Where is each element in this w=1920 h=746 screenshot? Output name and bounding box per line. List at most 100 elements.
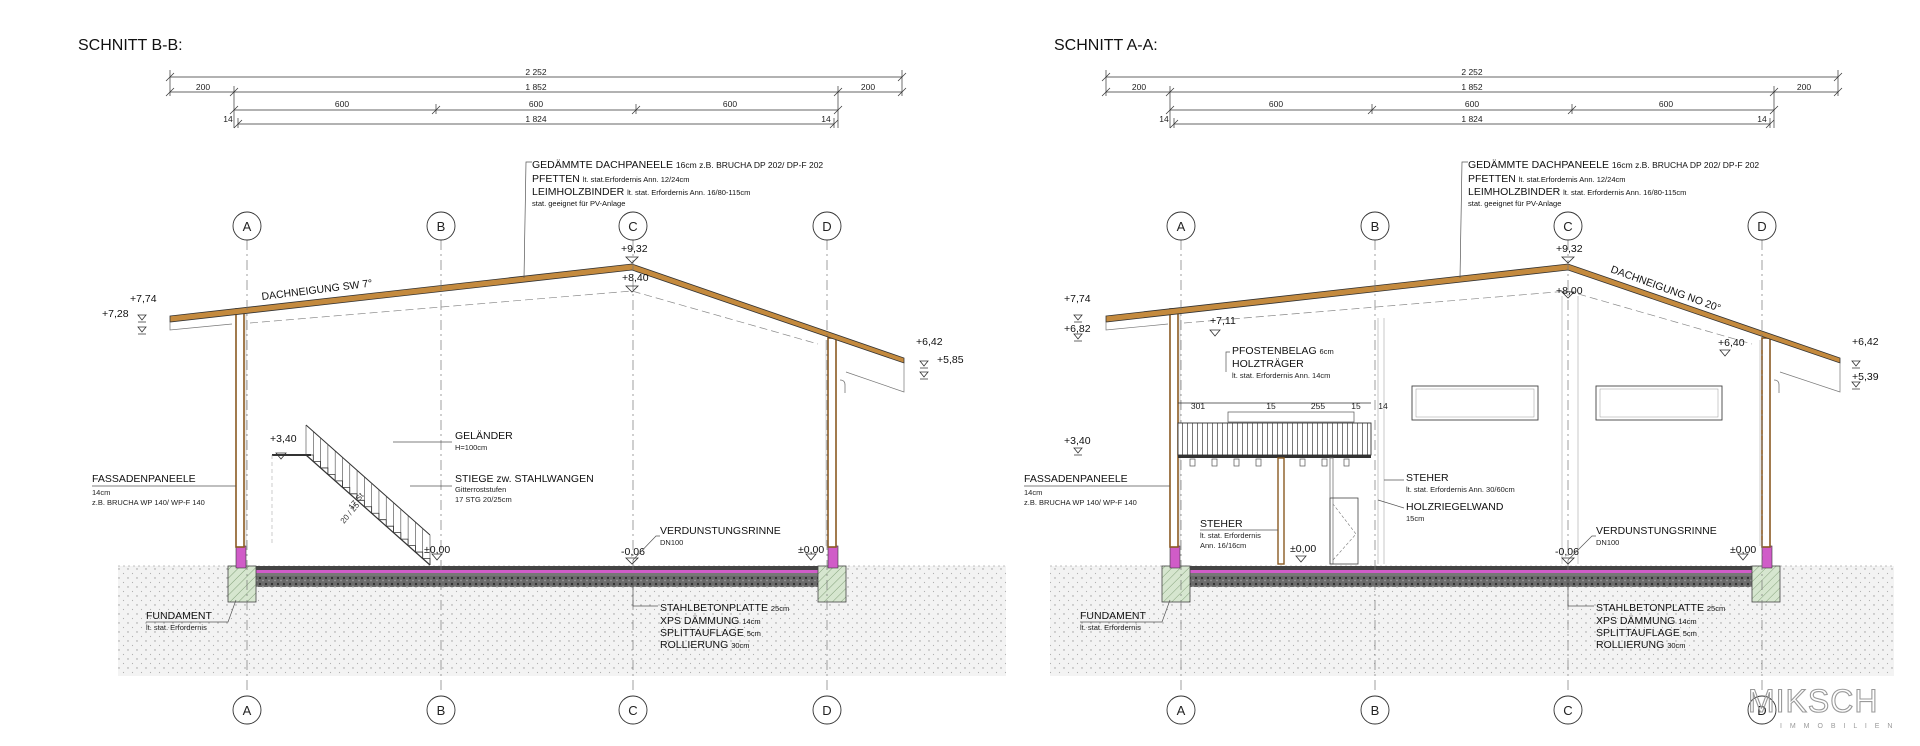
section-b-b: SCHNITT B-B: 2 252 200 1 852 200 600 600 <box>78 37 1006 725</box>
roof-note-line4-b: stat. geeignet für PV-Anlage <box>532 199 625 208</box>
facade-wall-right-b <box>827 337 837 548</box>
miksch-logo: MIKSCH I M M O B I L I E N <box>1747 682 1892 730</box>
level-539-a: +5,39 <box>1852 371 1879 383</box>
plinth-left-b <box>235 545 247 569</box>
roof-edge-left-b <box>169 322 233 331</box>
mezzanine-joists-a <box>1189 458 1350 467</box>
roof-note-leader-a <box>1459 161 1468 279</box>
rinne-spec-b: DN100 <box>660 538 683 547</box>
roof-note-line2-a: PFETTEN lt. stat.Erfordernis Ann. 12/24c… <box>1468 173 1625 185</box>
slab-line2-a: XPS DÄMMUNG 14cm <box>1596 615 1697 627</box>
level-000-right-b: ±0,00 <box>798 544 824 556</box>
holzriegel-spec-a: 15cm <box>1406 514 1424 523</box>
dim-inner-a: 1 824 <box>1461 114 1483 124</box>
axis-label-top-b-a: B <box>1371 219 1380 234</box>
steher1-spec-a: lt. stat. Erfordernis Ann. 30/60cm <box>1406 485 1515 494</box>
axis-bubble-top-c-b <box>618 211 648 241</box>
rinne-leader-a <box>1567 535 1596 561</box>
roof-note-line3-b: LEIMHOLZBINDER lt. stat. Erfordernis Ann… <box>532 186 750 198</box>
mezzanine-joist <box>1321 458 1328 467</box>
level-000-right-a: ±0,00 <box>1730 544 1756 556</box>
steher-post-a <box>1277 457 1285 565</box>
fundament-label-b: FUNDAMENT <box>146 610 212 622</box>
roof-note-line2-b: PFETTEN lt. stat.Erfordernis Ann. 12/24c… <box>532 173 689 185</box>
handrail-b <box>305 424 431 536</box>
facade-label-b: FASSADENPANEELE <box>92 473 196 485</box>
rinne-label-b: VERDUNSTUNGSRINNE <box>660 525 781 537</box>
dim-overhang-left-a: 200 <box>1132 82 1146 92</box>
level-340-a: +3,40 <box>1064 435 1091 447</box>
dim-edge-right-a: 14 <box>1757 114 1767 124</box>
window-2-inner-a <box>1599 388 1719 418</box>
foundation-right-b <box>817 565 847 603</box>
mezzanine-joist <box>1299 458 1306 467</box>
plinth-left-a <box>1169 545 1181 569</box>
ceiling-line-b <box>249 290 819 345</box>
dim-overhang-left-b: 200 <box>196 82 210 92</box>
mezzanine-joist <box>1343 458 1350 467</box>
axis-label-top-d-a: D <box>1757 219 1766 234</box>
roof-note-leader-b <box>523 161 532 279</box>
rinne-leader-b <box>632 535 660 561</box>
ceiling-line-a <box>1183 290 1753 345</box>
roof-edge-right-a <box>1779 363 1841 393</box>
window-1-a <box>1411 385 1539 421</box>
level-000-left-b: ±0,00 <box>424 544 450 556</box>
axis-label-top-b-b: B <box>437 219 446 234</box>
axis-bubble-top-d-b <box>812 211 842 241</box>
level-340-b: +3,40 <box>270 433 297 445</box>
mezzanine-joist <box>1255 458 1262 467</box>
steher2-spec2-a: Ann. 16/16cm <box>1200 541 1246 550</box>
facade-wall-left-a <box>1169 308 1179 548</box>
dim-bay1-b: 600 <box>335 99 349 109</box>
level-000-inner-a: ±0,00 <box>1290 543 1316 555</box>
axis-bubble-bottom-b-a <box>1360 695 1390 725</box>
level-774-b: +7,74 <box>130 293 157 305</box>
logo-wordmark: MIKSCH <box>1748 683 1878 719</box>
axis-label-bottom-d-b: D <box>822 703 831 718</box>
axis-label-bottom-b-a: B <box>1371 703 1380 718</box>
level-006-a: -0,06 <box>1555 546 1579 558</box>
axis-bubble-top-a-b <box>232 211 262 241</box>
axis-label-top-a-b: A <box>243 219 252 234</box>
fundament-leader-b <box>146 599 237 623</box>
pfosten-note-a: PFOSTENBELAG 6cm <box>1232 345 1334 357</box>
axis-bubble-bottom-a-a <box>1166 695 1196 725</box>
level-642-b: +6,42 <box>916 336 943 348</box>
facade-label-a: FASSADENPANEELE <box>1024 473 1128 485</box>
stair-label-b: STIEGE zw. STAHLWANGEN <box>455 473 594 485</box>
axis-bubble-bottom-b-b <box>426 695 456 725</box>
axis-lines-a <box>1180 240 1763 692</box>
slab-line1-b: STAHLBETONPLATTE 25cm <box>660 602 789 614</box>
rinne-spec-a: DN100 <box>1596 538 1619 547</box>
fundament-leader-a <box>1080 599 1171 623</box>
stair-stringer-b <box>305 454 431 566</box>
facade-wall-left-b <box>235 308 245 548</box>
fundament-spec-a: lt. stat. Erfordernis <box>1080 623 1141 632</box>
roof-panel-b <box>169 263 905 364</box>
steher1-label-a: STEHER <box>1406 472 1449 484</box>
mez-dim-255: 255 <box>1311 401 1325 411</box>
roof-note-line1-a: GEDÄMMTE DACHPANEELE 16cm z.B. BRUCHA DP… <box>1468 159 1759 171</box>
split-layer-a <box>1190 573 1752 576</box>
level-800-a: +8,00 <box>1556 285 1583 297</box>
dim-total-a: 2 252 <box>1461 67 1483 77</box>
facade-wall-right-a <box>1761 337 1771 548</box>
split-layer-b <box>256 573 818 576</box>
dim-bay1-a: 600 <box>1269 99 1283 109</box>
level-640-a: +6,40 <box>1718 337 1745 349</box>
fundament-spec-b: lt. stat. Erfordernis <box>146 623 207 632</box>
holztraeger-label-a: HOLZTRÄGER <box>1232 358 1304 370</box>
axis-lines-b <box>246 240 828 692</box>
axis-bubble-bottom-d-b <box>812 695 842 725</box>
holzriegel-leader-a <box>1377 499 1405 509</box>
dim-bay2-a: 600 <box>1465 99 1479 109</box>
section-a-a: SCHNITT A-A: 2 252 200 1 852 200 600 600… <box>1024 37 1894 725</box>
level-774-a: +7,74 <box>1064 293 1091 305</box>
stair-spec2-b: 17 STG 20/25cm <box>455 495 512 504</box>
door-swing-a <box>1332 503 1357 561</box>
roof-note-line1-b: GEDÄMMTE DACHPANEELE 16cm z.B. BRUCHA DP… <box>532 159 823 171</box>
gravel-layer-a <box>1190 576 1752 587</box>
dim-overhang-right-b: 200 <box>861 82 875 92</box>
dim-total-b: 2 252 <box>525 67 547 77</box>
